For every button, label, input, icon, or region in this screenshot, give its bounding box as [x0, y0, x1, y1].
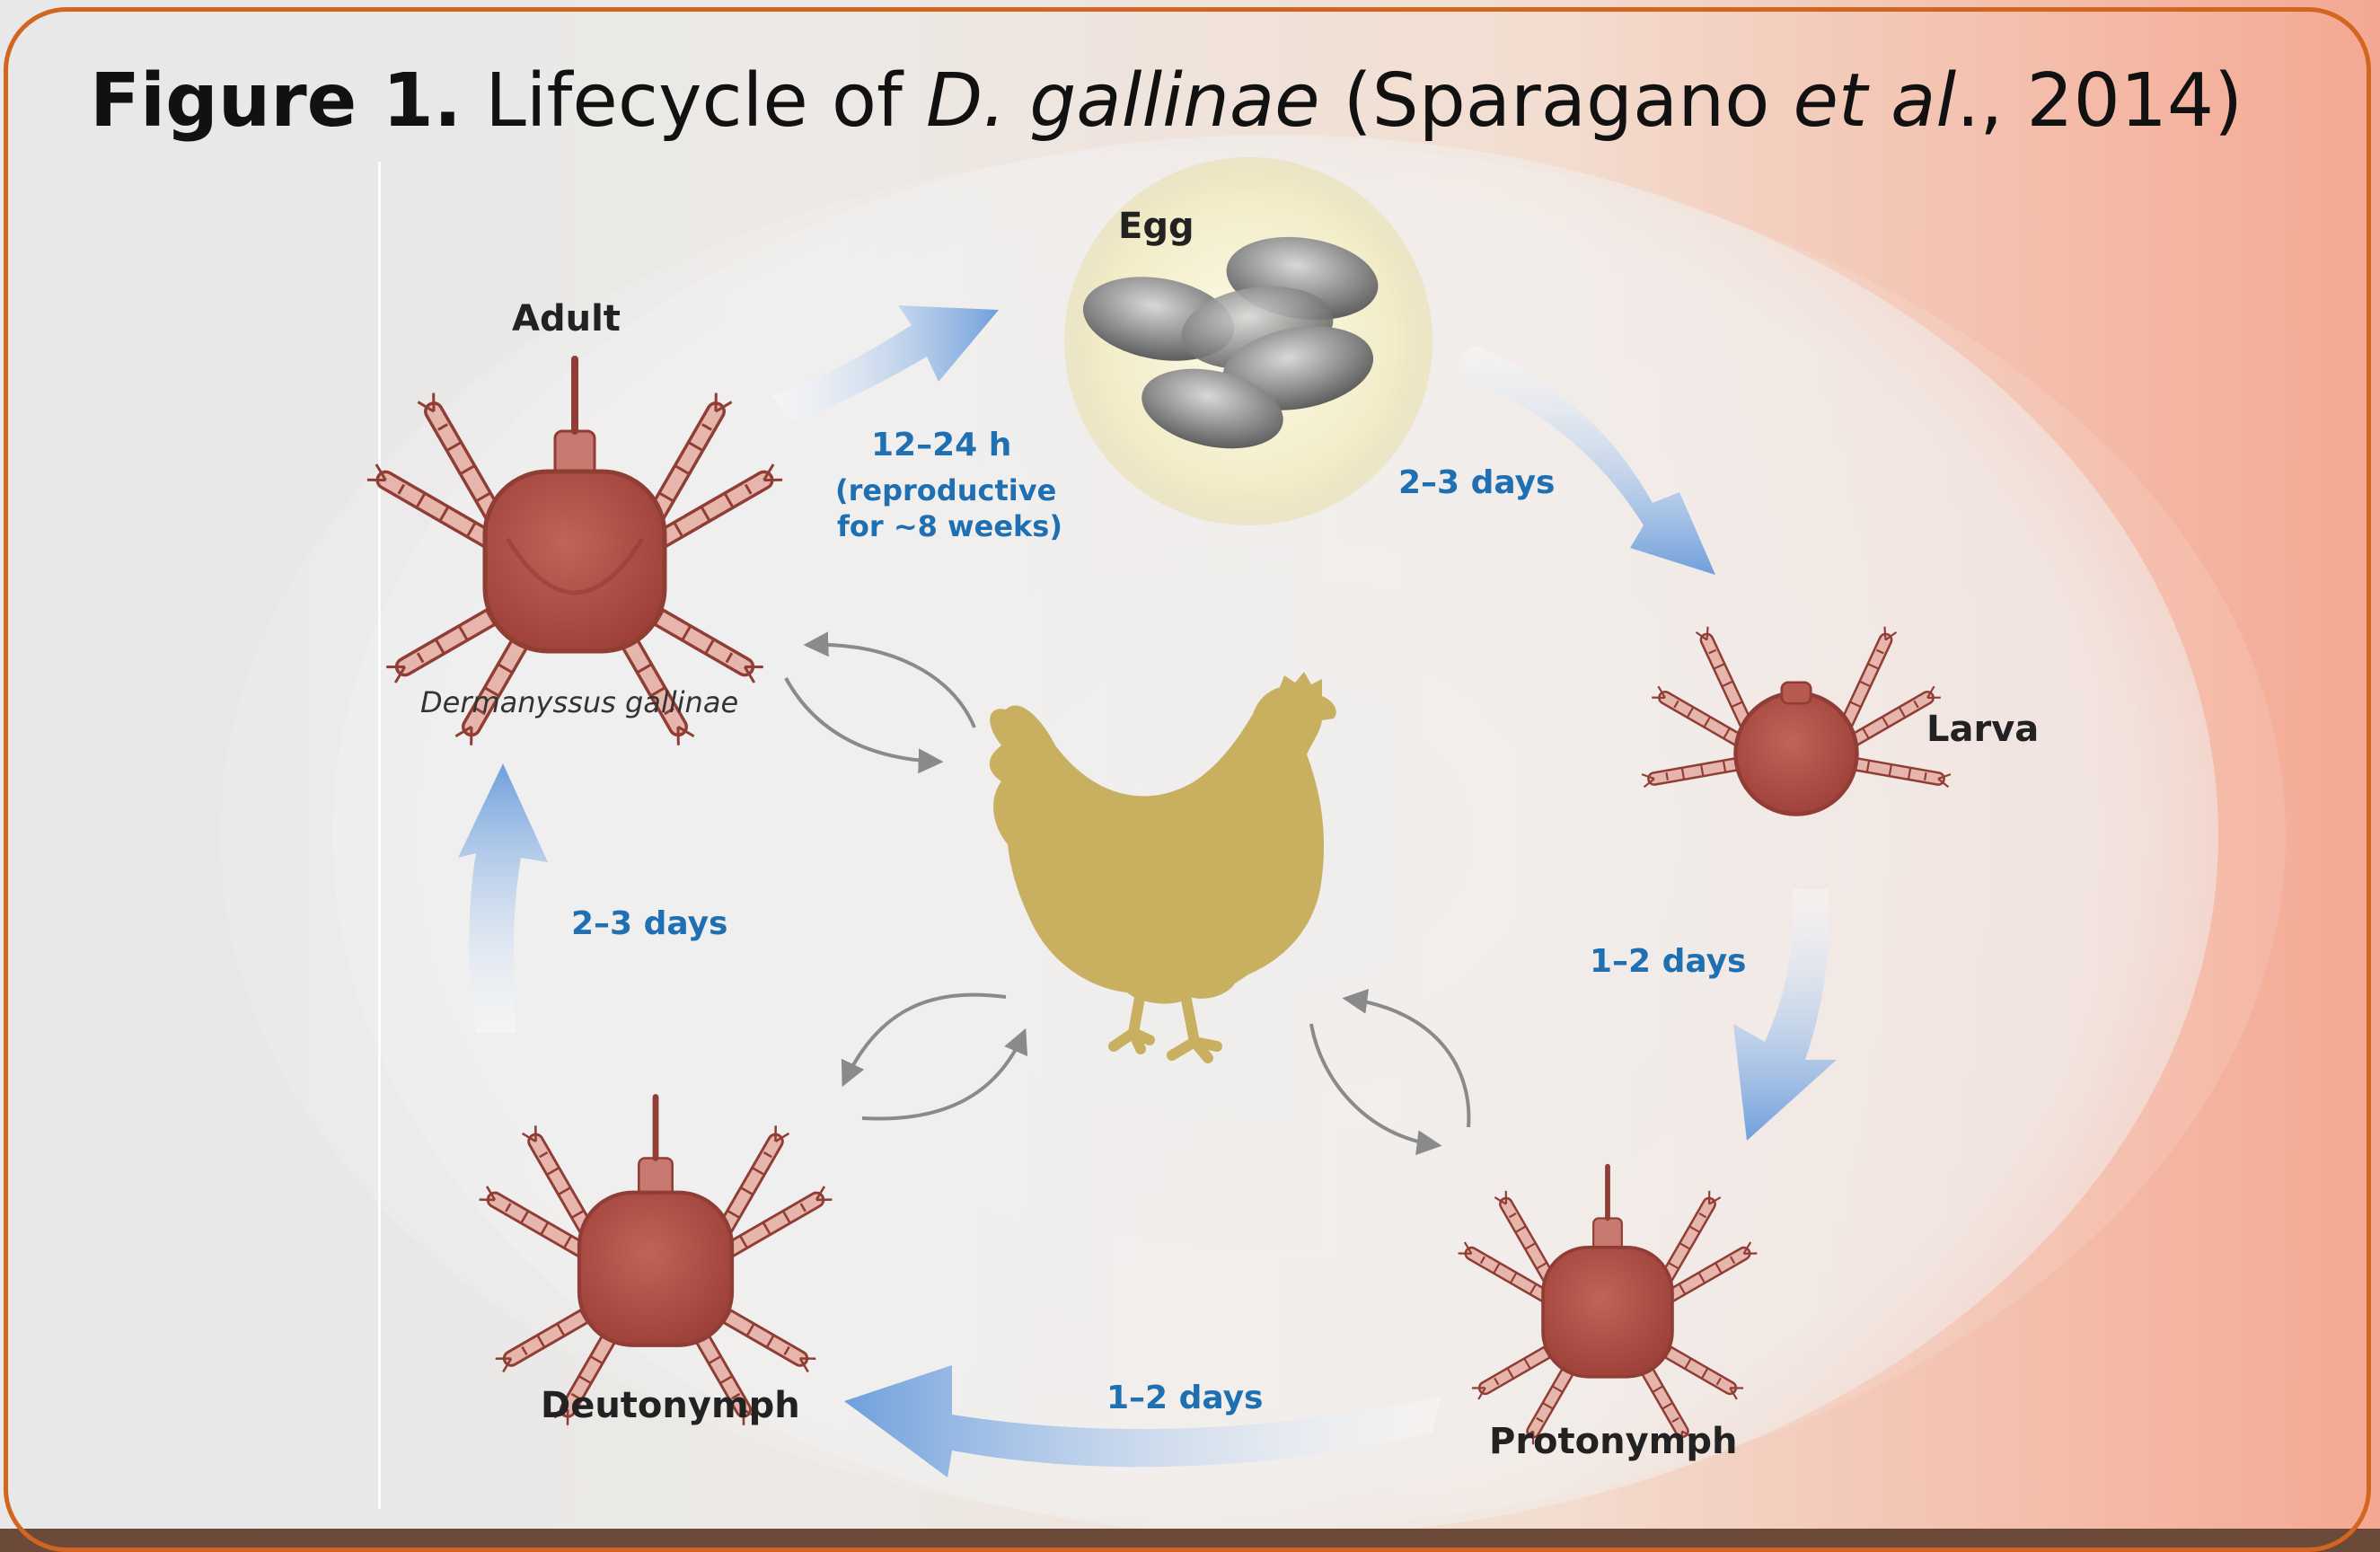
duration-larva-to-protonymph: 1–2 days	[1590, 943, 1746, 980]
deutonymph-mite	[480, 1098, 833, 1425]
label-adult-species: Dermanyssus gallinae	[420, 685, 738, 719]
larva-mite	[1642, 627, 1951, 815]
duration-adult-to-egg-note1: (reproductive	[835, 473, 1056, 507]
arrow-egg-to-larva	[1459, 346, 1715, 575]
duration-egg-to-larva: 2–3 days	[1398, 464, 1555, 501]
duration-adult-to-egg: 12–24 h	[871, 427, 1011, 463]
duration-adult-to-egg-note2: for ~8 weeks)	[837, 509, 1062, 543]
label-egg: Egg	[1118, 206, 1194, 247]
hen-icon	[990, 672, 1336, 1058]
duration-protonymph-to-deutonymph: 1–2 days	[1106, 1380, 1263, 1416]
duration-deutonymph-to-adult: 2–3 days	[571, 905, 727, 942]
label-protonymph: Protonymph	[1489, 1421, 1737, 1462]
arrow-larva-to-protonymph	[1733, 889, 1837, 1141]
arrow-deutonymph-to-adult	[458, 763, 548, 1033]
label-adult: Adult	[512, 298, 621, 340]
protonymph-mite	[1459, 1167, 1758, 1444]
label-larva: Larva	[1926, 709, 2039, 750]
label-deutonymph: Deutonymph	[541, 1385, 800, 1426]
arrow-adult-to-egg	[772, 305, 999, 422]
